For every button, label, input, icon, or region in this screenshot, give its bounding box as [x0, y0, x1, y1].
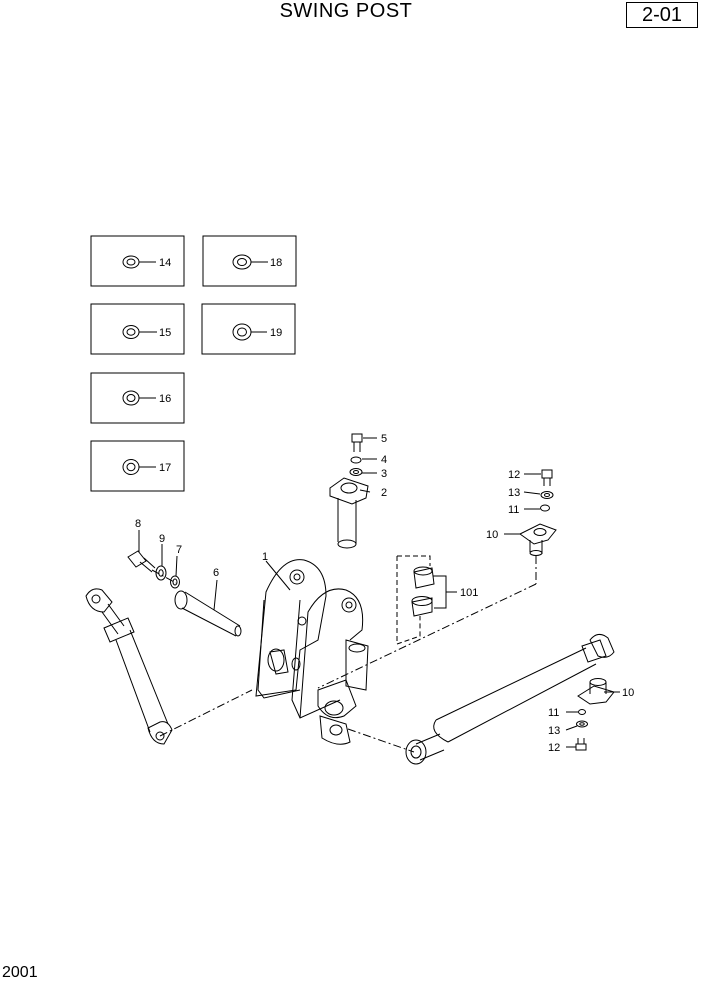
washer-4	[350, 456, 362, 464]
pin-2	[329, 477, 369, 549]
washer-11-lower	[578, 709, 586, 715]
callout-9: 9	[159, 533, 165, 545]
bolt-12-lower	[575, 738, 587, 751]
kit-box-15	[90, 303, 185, 355]
washer-9	[155, 565, 167, 581]
washer-7	[170, 575, 180, 589]
kit-box-16	[90, 372, 185, 424]
left-cylinder	[85, 588, 173, 745]
callout-11-upper: 11	[508, 504, 519, 516]
washer-13-lower	[576, 720, 588, 728]
callout-3: 3	[381, 468, 387, 480]
callout-8: 8	[135, 518, 141, 530]
center-lines	[151, 556, 537, 753]
footer-code: 2001	[2, 964, 38, 981]
callout-6: 6	[213, 567, 219, 579]
kit-box-17	[90, 440, 185, 492]
swing-bracket-1	[255, 559, 369, 745]
bolt-8	[127, 550, 156, 573]
callout-2: 2	[381, 487, 387, 499]
callout-11-lower: 11	[548, 707, 559, 719]
callout-15: 15	[159, 327, 171, 339]
callout-labels: 14 18 15 19 16 17 1 2 3 4 5 6 7 8 9 10 1…	[135, 257, 634, 754]
callout-7: 7	[176, 544, 182, 556]
bushing-101	[411, 566, 435, 617]
kit-box-19	[201, 303, 296, 355]
callout-14: 14	[159, 257, 171, 269]
callout-13-upper: 13	[508, 487, 520, 499]
page-title: SWING POST	[279, 0, 413, 22]
callout-12-upper: 12	[508, 469, 520, 481]
callout-4: 4	[381, 454, 387, 466]
bolt-12-upper	[541, 469, 553, 486]
callout-10-lower: 10	[622, 687, 634, 699]
callout-5: 5	[381, 433, 387, 445]
kit-box-14	[90, 235, 185, 287]
callout-16: 16	[159, 393, 171, 405]
bolt-5	[351, 433, 363, 452]
washer-3	[349, 468, 363, 476]
leader-lines	[138, 437, 620, 748]
page-number-box: 2-01	[626, 2, 698, 28]
right-cylinder	[405, 634, 615, 765]
pin-10-lower	[577, 678, 615, 705]
washer-13-upper	[540, 491, 554, 499]
callout-17: 17	[159, 462, 171, 474]
callout-101: 101	[460, 587, 478, 599]
callout-19: 19	[270, 327, 282, 339]
callout-13-lower: 13	[548, 725, 560, 737]
pin-6	[174, 590, 242, 637]
callout-1: 1	[262, 551, 268, 563]
callout-12-lower: 12	[548, 742, 560, 754]
washer-11-upper	[540, 504, 550, 512]
kit-box-18	[202, 235, 297, 287]
pin-10-upper	[519, 523, 557, 556]
callout-10-upper: 10	[486, 529, 498, 541]
callout-18: 18	[270, 257, 282, 269]
